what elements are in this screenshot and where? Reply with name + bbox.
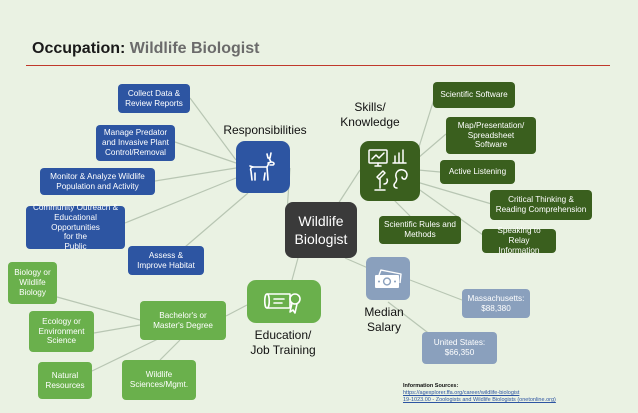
major-ecology: Ecology or Environment Science xyxy=(29,311,94,352)
salary-massachusetts: Massachusetts: $88,380 xyxy=(462,289,530,318)
major-natural-resources: Natural Resources xyxy=(38,362,92,399)
education-degree: Bachelor's or Master's Degree xyxy=(140,301,226,340)
deer-icon xyxy=(236,141,290,193)
responsibilities-heading: Responsibilities xyxy=(223,123,307,137)
skill-scientific-rules: Scientific Rules and Methods xyxy=(379,216,461,244)
responsibility-collect-data: Collect Data & Review Reports xyxy=(118,84,190,113)
information-sources: Information Sources: https://agexplorer.… xyxy=(403,383,556,404)
responsibility-community-outreach: Community Outreach & Educational Opportu… xyxy=(26,203,125,251)
major-wildlife-sciences: Wildlife Sciences/Mgmt. xyxy=(122,360,196,400)
skills-icon xyxy=(360,141,420,201)
skills-heading: Skills/ Knowledge xyxy=(340,100,400,129)
source-link-agexplorer[interactable]: https://agexplorer.ffa.org/career/wildli… xyxy=(403,390,520,397)
title-prefix: Occupation: xyxy=(32,40,126,57)
title-occupation: Wildlife Biologist xyxy=(129,40,260,57)
skill-map-presentation-software: Map/Presentation/ Spreadsheet Software xyxy=(446,117,536,154)
responsibility-manage-predator: Manage Predator and Invasive Plant Contr… xyxy=(96,125,175,161)
skill-scientific-software: Scientific Software xyxy=(433,82,515,108)
skill-critical-thinking: Critical Thinking & Reading Comprehensio… xyxy=(490,190,592,220)
skill-speaking: Speaking to Relay Information xyxy=(482,226,556,255)
title-divider xyxy=(26,65,610,66)
salary-united-states: United States: $66,350 xyxy=(422,332,497,364)
responsibility-assess-habitat: Assess & Improve Habitat xyxy=(128,246,204,275)
source-link-onet[interactable]: 19-1023.00 - Zoologists and Wildlife Bio… xyxy=(403,397,556,404)
center-node-wildlife-biologist: Wildlife Biologist xyxy=(285,202,357,258)
education-heading: Education/ Job Training xyxy=(250,328,316,357)
diploma-icon xyxy=(247,280,321,323)
salary-heading: Median Salary xyxy=(364,305,404,334)
responsibility-monitor-wildlife: Monitor & Analyze Wildlife Population an… xyxy=(40,168,155,195)
sources-label: Information Sources: xyxy=(403,383,459,389)
page-title: Occupation: Wildlife Biologist xyxy=(32,40,259,58)
money-icon xyxy=(366,257,410,300)
major-biology: Biology or Wildlife Biology xyxy=(8,262,57,304)
skill-active-listening: Active Listening xyxy=(440,160,515,184)
